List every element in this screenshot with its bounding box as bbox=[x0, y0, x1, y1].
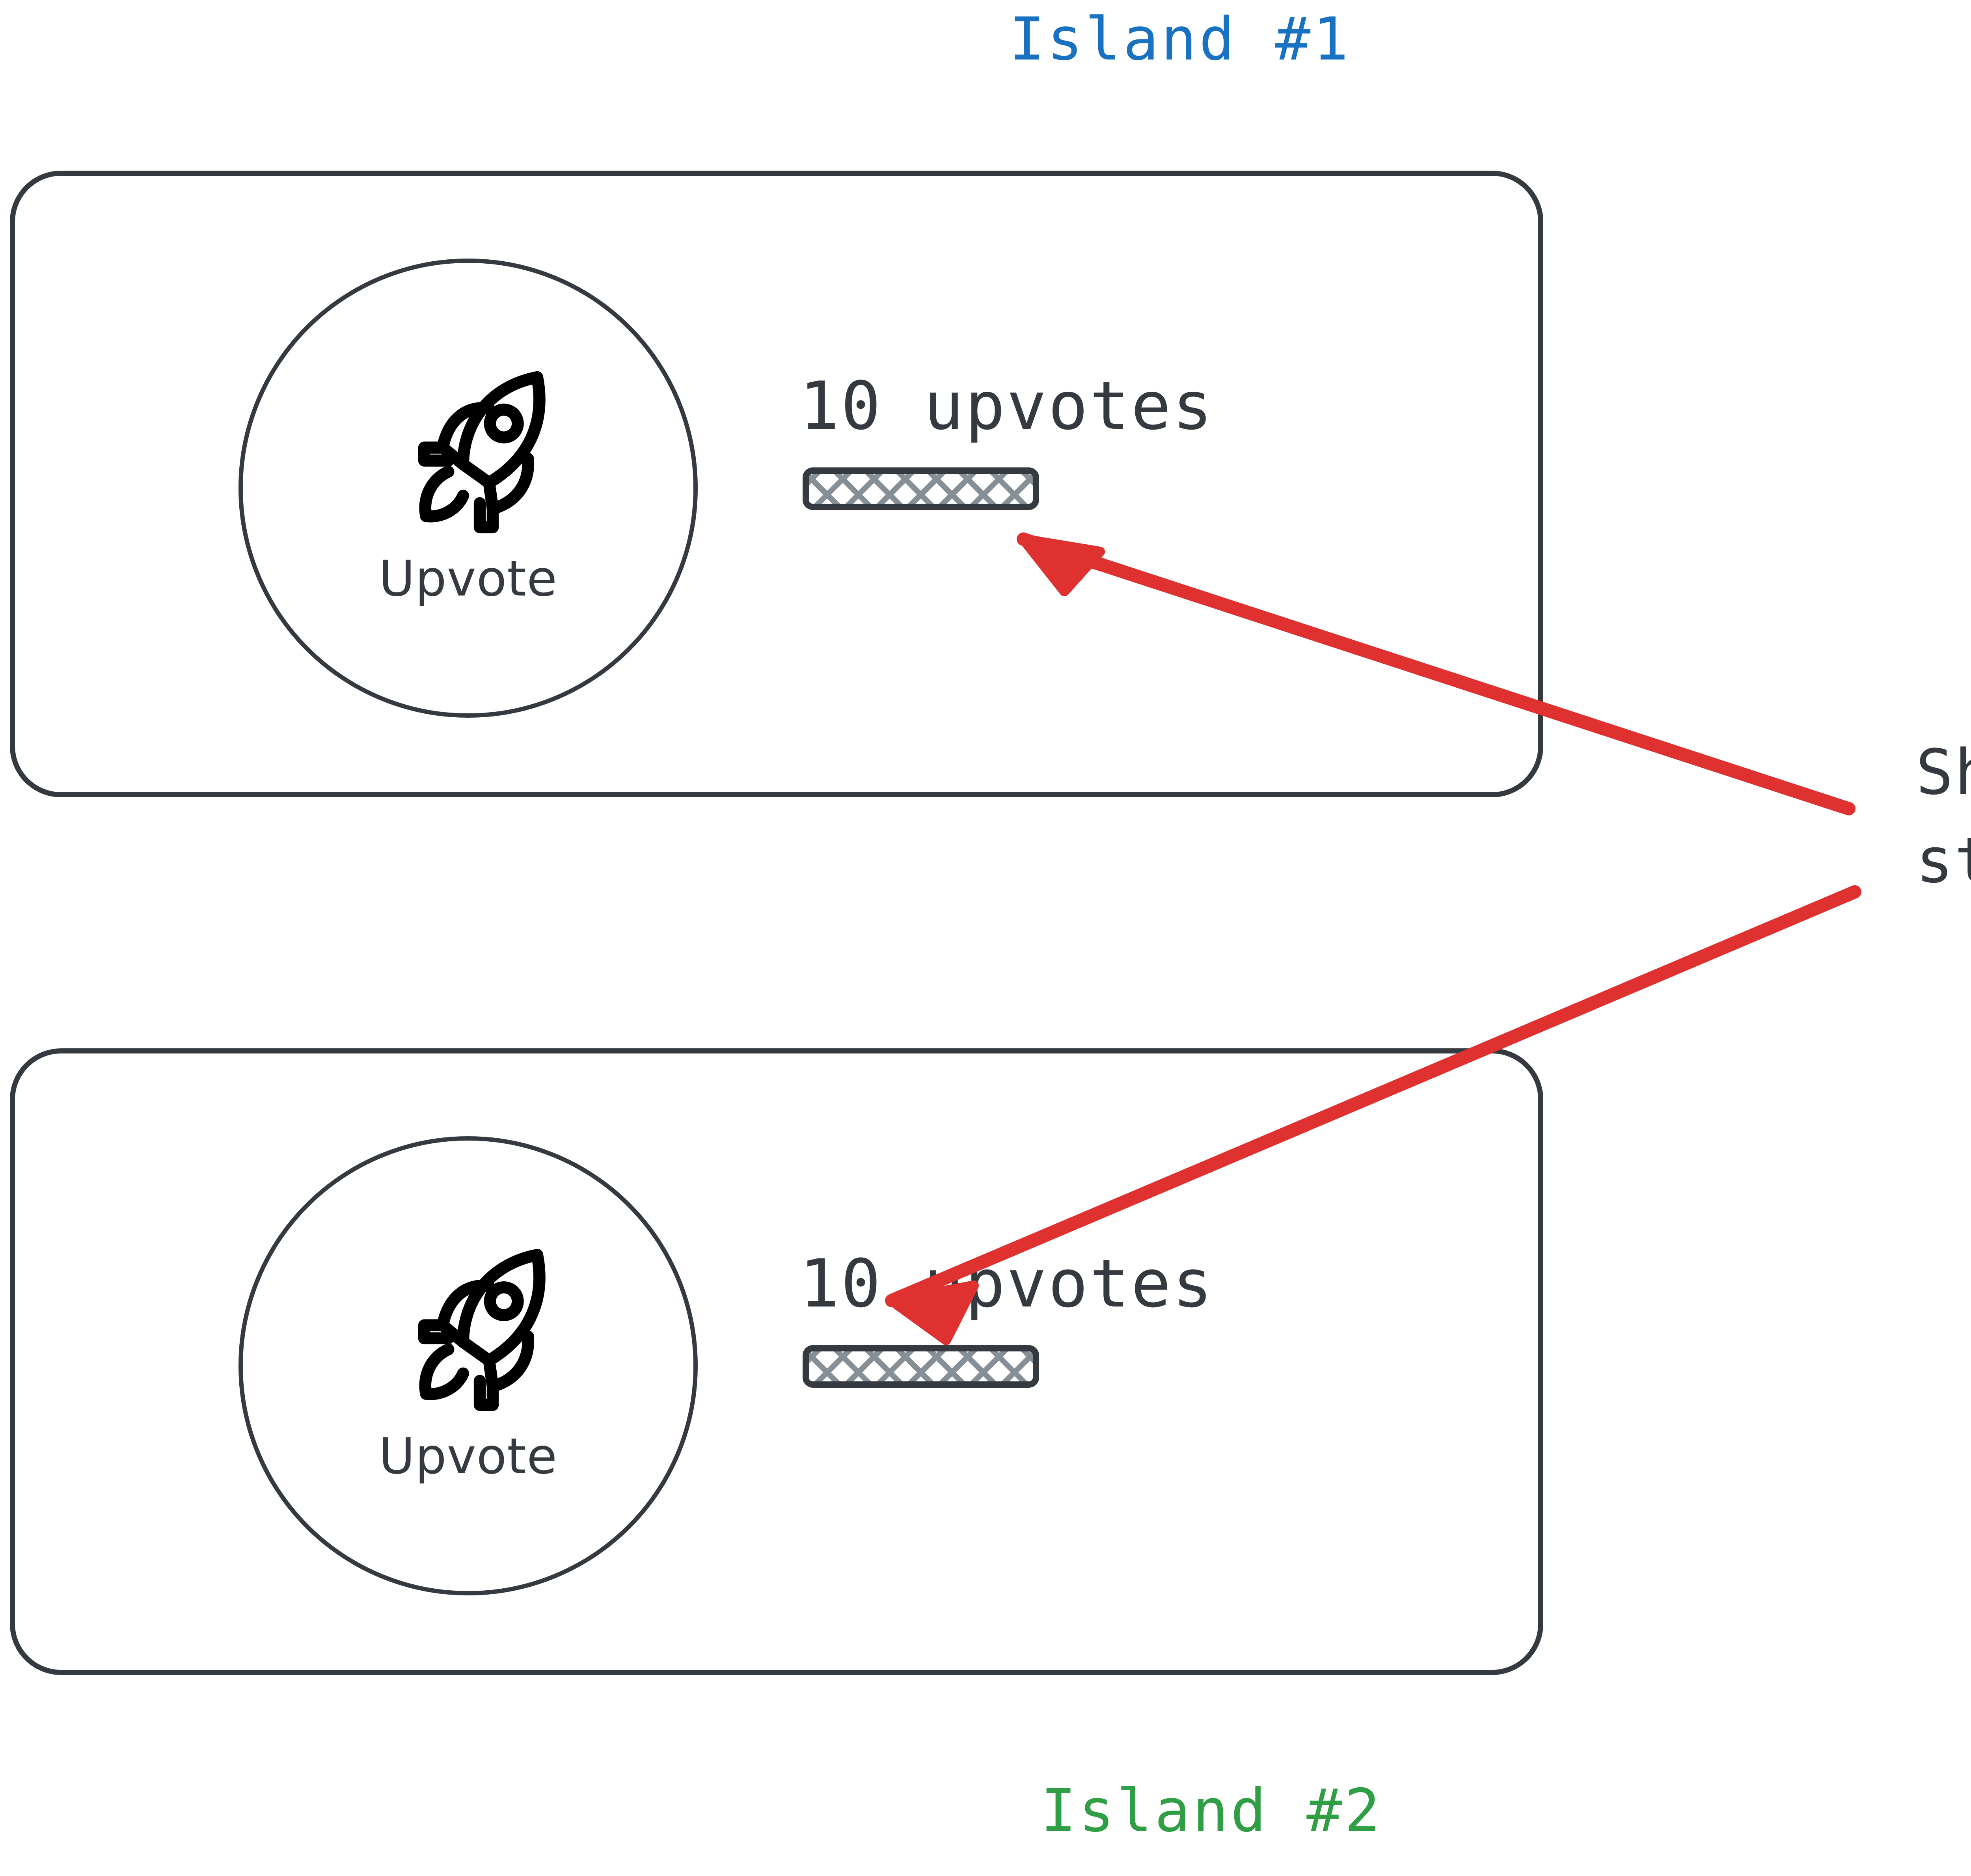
upvote-count-island-2: 10 upvotes bbox=[799, 1245, 1214, 1322]
island-2-title: Island #2 bbox=[1041, 1777, 1382, 1845]
upvote-button-island-2[interactable]: Upvote bbox=[238, 1136, 698, 1595]
upvote-button-label-island-1: Upvote bbox=[378, 550, 558, 607]
upvote-count-island-1: 10 upvotes bbox=[799, 367, 1214, 445]
upvote-button-island-1[interactable]: Upvote bbox=[238, 259, 698, 718]
annotation-text-line-2: state variable? bbox=[1916, 824, 1971, 897]
count-block-island-2: 10 upvotes bbox=[799, 1251, 1214, 1388]
annotation-text-line-1: Share count bbox=[1916, 736, 1971, 809]
island-1-title: Island #1 bbox=[1009, 5, 1351, 74]
hatched-bar-island-1 bbox=[803, 467, 1039, 510]
upvote-button-label-island-2: Upvote bbox=[378, 1428, 558, 1485]
rocket-icon bbox=[418, 1249, 546, 1411]
count-block-island-1: 10 upvotes bbox=[799, 373, 1214, 510]
hatched-bar-island-2 bbox=[803, 1345, 1039, 1388]
rocket-icon bbox=[418, 371, 546, 534]
island-card-2: Upvote 10 upvotes bbox=[10, 1048, 1543, 1675]
island-card-1: Upvote 10 upvotes bbox=[10, 171, 1543, 797]
annotation-text: Share count state variable? bbox=[1916, 728, 1971, 905]
